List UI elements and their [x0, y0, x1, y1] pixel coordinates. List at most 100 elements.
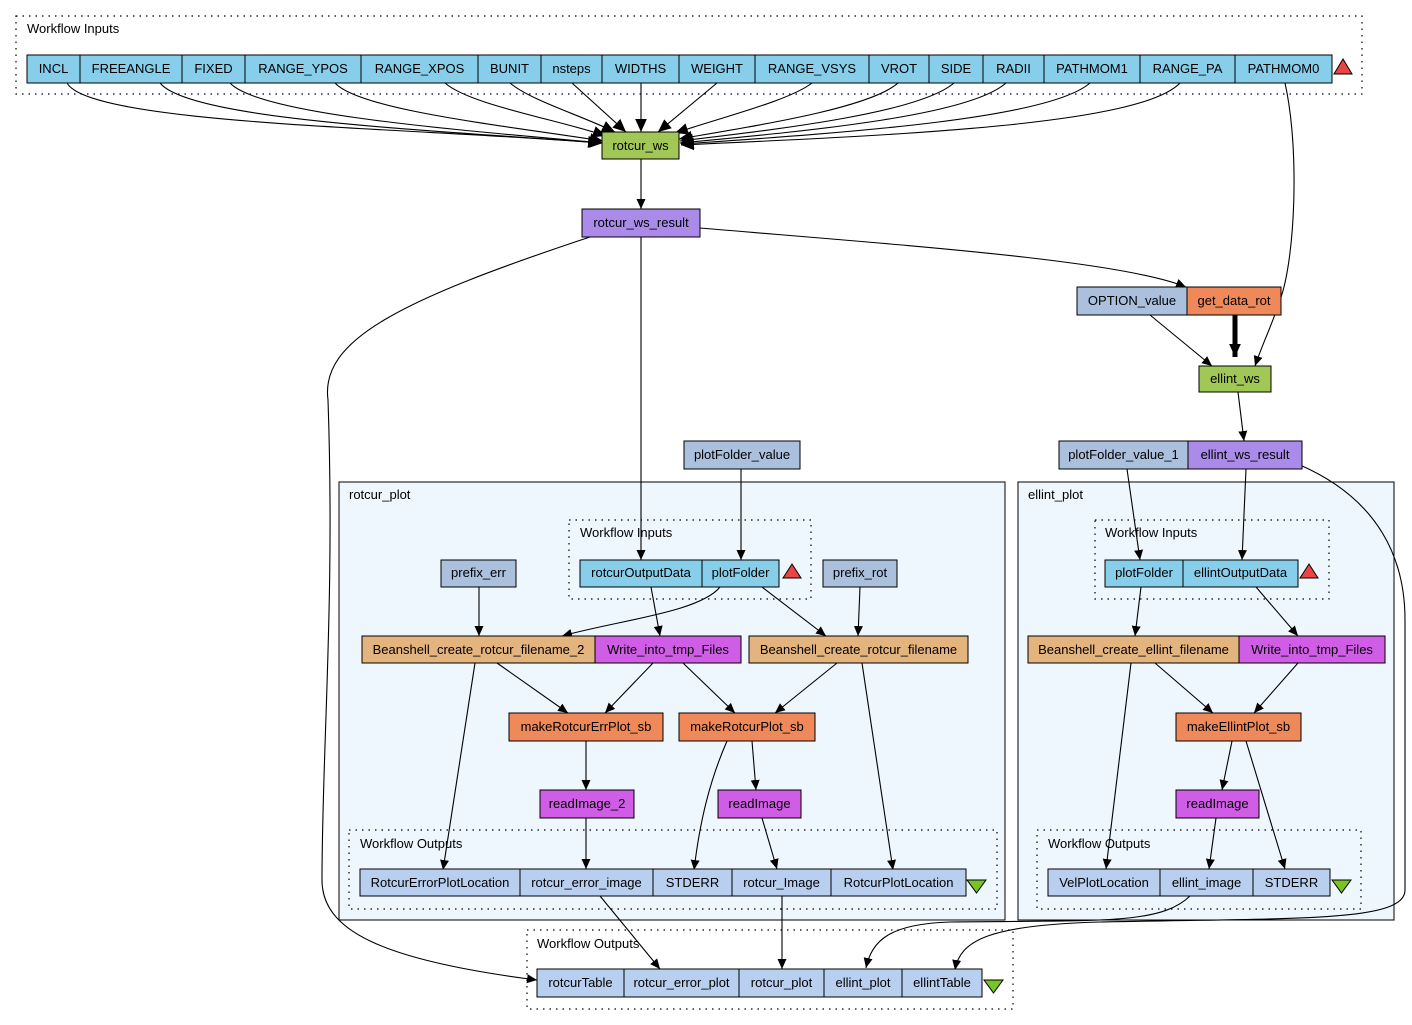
- input-port-range-vsys-label: RANGE_VSYS: [768, 61, 856, 76]
- make-rotcur-err-plot-node[interactable]: [508, 712, 664, 742]
- input-port-side[interactable]: [928, 54, 984, 84]
- prefix-rot-node[interactable]: [822, 559, 898, 588]
- ellint-output-ellint-image[interactable]: [1159, 868, 1254, 897]
- option-value-node[interactable]: OPTION_value: [1076, 286, 1188, 316]
- ellint-ws-label: ellint_ws: [1210, 371, 1260, 386]
- input-port-freeangle[interactable]: [79, 54, 183, 84]
- input-port-pathmom1-label: PATHMOM1: [1056, 61, 1128, 76]
- rotcur-ws-node[interactable]: rotcur_ws: [601, 131, 680, 160]
- rotcur-input-plotfolder-label: plotFolder: [712, 565, 770, 580]
- prefix-err-node[interactable]: [440, 559, 517, 588]
- workflow-outputs-group: Workflow Outputs: [526, 929, 1014, 1010]
- rotcur-inputs-triangle-icon: [782, 563, 802, 579]
- rotcur-ws-result-node[interactable]: rotcur_ws_result: [581, 208, 701, 238]
- input-port-range-vsys[interactable]: [754, 54, 870, 84]
- read-image-2-node[interactable]: [539, 789, 635, 819]
- rotcur-outputs-triangle-icon: [966, 879, 987, 894]
- ellint-ws-node[interactable]: ellint_ws: [1198, 365, 1272, 393]
- rotcur-output-rotcurerrorplotlocation[interactable]: [359, 868, 521, 897]
- prefix-rot-label: prefix_rot: [833, 565, 888, 580]
- read-image-rotcur-node[interactable]: [717, 789, 802, 819]
- read-image-ellint-node[interactable]: [1175, 789, 1260, 819]
- input-port-vrot[interactable]: [868, 54, 930, 84]
- edges: [66, 82, 1406, 984]
- write-into-tmp-files-rotcur-label: Write_into_tmp_Files: [607, 642, 729, 657]
- input-port-bunit[interactable]: [477, 54, 542, 84]
- input-port-fixed[interactable]: [181, 54, 246, 84]
- beanshell-create-rotcur-filename-2[interactable]: [361, 635, 596, 664]
- ellint-inputs-triangle-icon: [1299, 563, 1319, 579]
- rotcur-output-rotcur-image[interactable]: [731, 868, 832, 897]
- input-port-range-xpos[interactable]: [360, 54, 479, 84]
- output-port-rotcurtable-label: rotcurTable: [548, 975, 612, 990]
- ellint-plot-cluster: ellint_plot Workflow Inputs Workflow Out…: [1017, 481, 1395, 921]
- plotfolder-value-node[interactable]: plotFolder_value: [683, 440, 801, 470]
- input-port-pathmom1[interactable]: [1043, 54, 1141, 84]
- rotcur-input-plotfolder[interactable]: [701, 559, 780, 588]
- input-port-pathmom0-label: PATHMOM0: [1248, 61, 1320, 76]
- rotcur-plot-nodes: rotcurOutputData plotFolder prefix_err p…: [359, 559, 987, 897]
- output-port-ellinttable-label: ellintTable: [913, 975, 971, 990]
- input-port-radii-label: RADII: [996, 61, 1031, 76]
- rotcur-ws-label: rotcur_ws: [612, 138, 669, 153]
- ellint-output-stderr-label: STDERR: [1265, 875, 1318, 890]
- rotcur-plot-inputs-label: Workflow Inputs: [580, 525, 673, 540]
- output-port-rotcur-error-plot-label: rotcur_error_plot: [633, 975, 729, 990]
- output-port-rotcur-error-plot[interactable]: [623, 968, 740, 998]
- ellint-ws-result-label: ellint_ws_result: [1201, 447, 1290, 462]
- get-data-rot-node[interactable]: get_data_rot: [1186, 286, 1282, 316]
- get-data-rot-label: get_data_rot: [1197, 293, 1270, 308]
- input-port-widths[interactable]: [601, 54, 680, 84]
- read-image-rotcur-label: readImage: [728, 796, 790, 811]
- beanshell-create-ellint-filename[interactable]: [1027, 635, 1240, 664]
- input-port-pathmom0[interactable]: [1234, 54, 1333, 84]
- input-port-range-pa-label: RANGE_PA: [1153, 61, 1223, 76]
- input-port-weight-label: WEIGHT: [691, 61, 743, 76]
- input-port-weight[interactable]: [678, 54, 756, 84]
- ellint-plot-inputs-label: Workflow Inputs: [1105, 525, 1198, 540]
- write-into-tmp-files-rotcur[interactable]: [594, 635, 742, 664]
- input-port-side-label: SIDE: [941, 61, 972, 76]
- rotcur-output-rotcurplotlocation[interactable]: [830, 868, 967, 897]
- ellint-output-ellint-image-label: ellint_image: [1172, 875, 1241, 890]
- rotcur-plot-outputs-label: Workflow Outputs: [360, 836, 463, 851]
- output-port-ellint-plot-label: ellint_plot: [836, 975, 891, 990]
- rotcur-plot-label: rotcur_plot: [349, 487, 411, 502]
- ellint-plot-nodes: plotFolder ellintOutputData Beanshell_cr…: [1027, 559, 1386, 897]
- output-port-rotcurtable[interactable]: [536, 968, 625, 998]
- workflow-inputs-group: Workflow Inputs: [15, 15, 1363, 95]
- workflow-inputs-label: Workflow Inputs: [27, 21, 120, 36]
- rotcur-output-rotcur-error-image-label: rotcur_error_image: [531, 875, 642, 890]
- workflow-input-ports: INCL FREEANGLE FIXED RANGE_YPOS RANGE_XP…: [26, 54, 1353, 84]
- input-port-range-pa[interactable]: [1139, 54, 1236, 84]
- beanshell-create-rotcur-filename[interactable]: [748, 635, 969, 664]
- output-port-ellint-plot[interactable]: [823, 968, 903, 998]
- ellint-output-stderr[interactable]: [1252, 868, 1331, 897]
- make-ellint-plot-label: makeEllintPlot_sb: [1187, 719, 1290, 734]
- ellint-plot-outputs-label: Workflow Outputs: [1048, 836, 1151, 851]
- ellint-input-ellintoutputdata[interactable]: [1182, 559, 1299, 588]
- ellint-ws-result-node[interactable]: ellint_ws_result: [1187, 440, 1303, 470]
- beanshell-create-ellint-filename-label: Beanshell_create_ellint_filename: [1038, 642, 1229, 657]
- input-port-radii[interactable]: [982, 54, 1045, 84]
- make-rotcur-plot-node[interactable]: [678, 712, 816, 742]
- rotcur-output-rotcur-error-image[interactable]: [519, 868, 654, 897]
- ellint-input-plotfolder[interactable]: [1104, 559, 1184, 588]
- input-port-nsteps[interactable]: [540, 54, 603, 84]
- input-port-bunit-label: BUNIT: [490, 61, 529, 76]
- write-into-tmp-files-ellint[interactable]: [1238, 635, 1386, 664]
- input-port-fixed-label: FIXED: [194, 61, 232, 76]
- output-port-ellinttable[interactable]: [901, 968, 983, 998]
- outputs-triangle-icon: [983, 979, 1004, 994]
- read-image-ellint-label: readImage: [1186, 796, 1248, 811]
- rotcur-output-stderr[interactable]: [652, 868, 733, 897]
- input-port-range-ypos-label: RANGE_YPOS: [258, 61, 348, 76]
- ellint-output-velplotlocation-label: VelPlotLocation: [1059, 875, 1149, 890]
- plotfolder-value-label: plotFolder_value: [694, 447, 790, 462]
- read-image-2-label: readImage_2: [549, 796, 626, 811]
- plotfolder-value-1-node[interactable]: plotFolder_value_1: [1058, 440, 1189, 470]
- make-ellint-plot-node[interactable]: [1175, 712, 1302, 742]
- input-port-range-ypos[interactable]: [244, 54, 362, 84]
- rotcur-input-rotcuroutputdata[interactable]: [579, 559, 703, 588]
